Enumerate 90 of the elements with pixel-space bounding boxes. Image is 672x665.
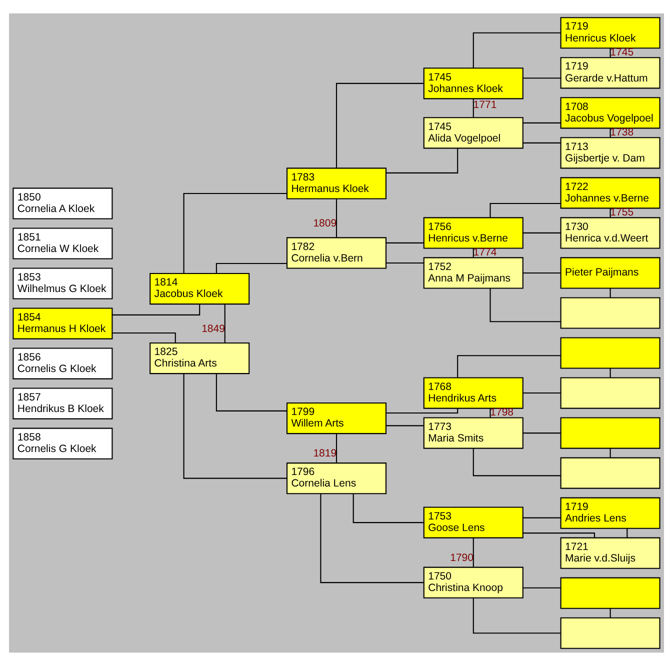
node-box: 1722 Johannes v.Berne (560, 176, 660, 208)
connector (609, 48, 610, 57)
node-box: 1853 Wilhelmus G Kloek (12, 267, 112, 299)
node-box: 1825 Christina Arts (149, 342, 250, 374)
edge-label: 1755 (610, 206, 634, 218)
connector (609, 448, 610, 458)
connector (386, 424, 424, 426)
connector (386, 148, 458, 173)
connector (335, 198, 337, 238)
connector (472, 598, 560, 634)
connector (456, 354, 560, 377)
node-box: 1721 Marie v.d.Sluijs (560, 536, 660, 568)
edge-label: 1771 (472, 98, 496, 110)
connector (472, 448, 560, 476)
node-box (560, 376, 660, 408)
edge-label: 1745 (610, 46, 634, 58)
connector (112, 332, 176, 342)
connector (522, 586, 560, 588)
connector (320, 493, 424, 583)
connector (609, 288, 610, 297)
connector (489, 288, 560, 322)
node-box: 1752 Anna M Paijmans (422, 256, 523, 288)
connector (609, 208, 610, 217)
edge-label: 1738 (610, 126, 634, 138)
node-box (560, 456, 660, 488)
node-box (560, 336, 660, 368)
connector (352, 493, 424, 523)
connector (522, 532, 595, 538)
node-box: 1750 Christina Knoop (422, 566, 523, 598)
node-box: 1782 Cornelia v.Bern (286, 236, 386, 268)
connector (609, 368, 610, 378)
connector (182, 192, 286, 273)
connector (489, 202, 560, 218)
connector (472, 538, 474, 566)
node-box: 1719 Andries Lens (560, 496, 660, 528)
node-box: 1745 Alida Vogelpoel (422, 116, 523, 148)
node-box: 1768 Hendrikus Arts (422, 376, 523, 408)
connector (386, 262, 424, 263)
node-box (560, 576, 660, 608)
node-box: 1773 Maria Smits (422, 416, 523, 448)
node-box: 1850 Cornelia A Kloek (12, 187, 112, 219)
connector (386, 408, 458, 414)
node-box: 1753 Goose Lens (422, 506, 523, 538)
node-box: 1745 Johannes Kloek (422, 67, 523, 99)
connector (522, 392, 560, 394)
connector (522, 272, 560, 273)
connector (182, 373, 286, 478)
node-box: 1719 Henricus Kloek (560, 16, 660, 48)
node-box: 1708 Jacobus Vogelpoel (560, 96, 660, 128)
node-box: 1814 Jacobus Kloek (149, 272, 250, 304)
node-box: 1713 Gijsbertje v. Dam (560, 136, 660, 168)
node-box: 1756 Henricus v.Berne (422, 216, 523, 248)
connector (335, 82, 424, 168)
node-box (560, 616, 660, 648)
connector (522, 432, 560, 434)
node-box: 1783 Hermanus Kloek (286, 167, 386, 199)
connector (489, 408, 490, 418)
connector (522, 516, 560, 518)
connector (112, 304, 200, 315)
node-box: 1851 Cornelia W Kloek (12, 227, 112, 259)
connector (522, 232, 560, 233)
connector (522, 142, 560, 143)
node-box: 1854 Hermanus H Kloek (12, 307, 112, 339)
connector (626, 528, 628, 538)
edge-label: 1774 (472, 246, 496, 258)
connector (522, 122, 560, 123)
connector (472, 32, 560, 68)
connector (335, 433, 337, 462)
edge-label: 1798 (490, 406, 514, 418)
node-box: Pieter Paijmans (560, 256, 660, 288)
node-box (560, 296, 660, 328)
connector (386, 242, 424, 243)
node-box: 1799 Willem Arts (286, 402, 386, 434)
edge-label: 1790 (450, 551, 474, 564)
edge-label: 1849 (201, 322, 224, 334)
connector (522, 77, 560, 78)
node-box: 1856 Cornelis G Kloek (12, 347, 112, 379)
node-box: 1796 Cornelia Lens (286, 462, 386, 494)
node-box: 1857 Hendrikus B Kloek (12, 387, 112, 419)
connector (472, 98, 474, 117)
connector (472, 248, 474, 257)
node-box: 1730 Henrica v.d.Weert (560, 216, 660, 248)
connector (215, 373, 286, 411)
connector (224, 304, 225, 342)
connector (609, 128, 610, 137)
connector (215, 262, 286, 273)
node-box (560, 416, 660, 448)
connector (609, 608, 610, 618)
node-box: 1858 Cornelis G Kloek (12, 427, 112, 459)
node-box: 1719 Gerarde v.Hattum (560, 56, 660, 88)
